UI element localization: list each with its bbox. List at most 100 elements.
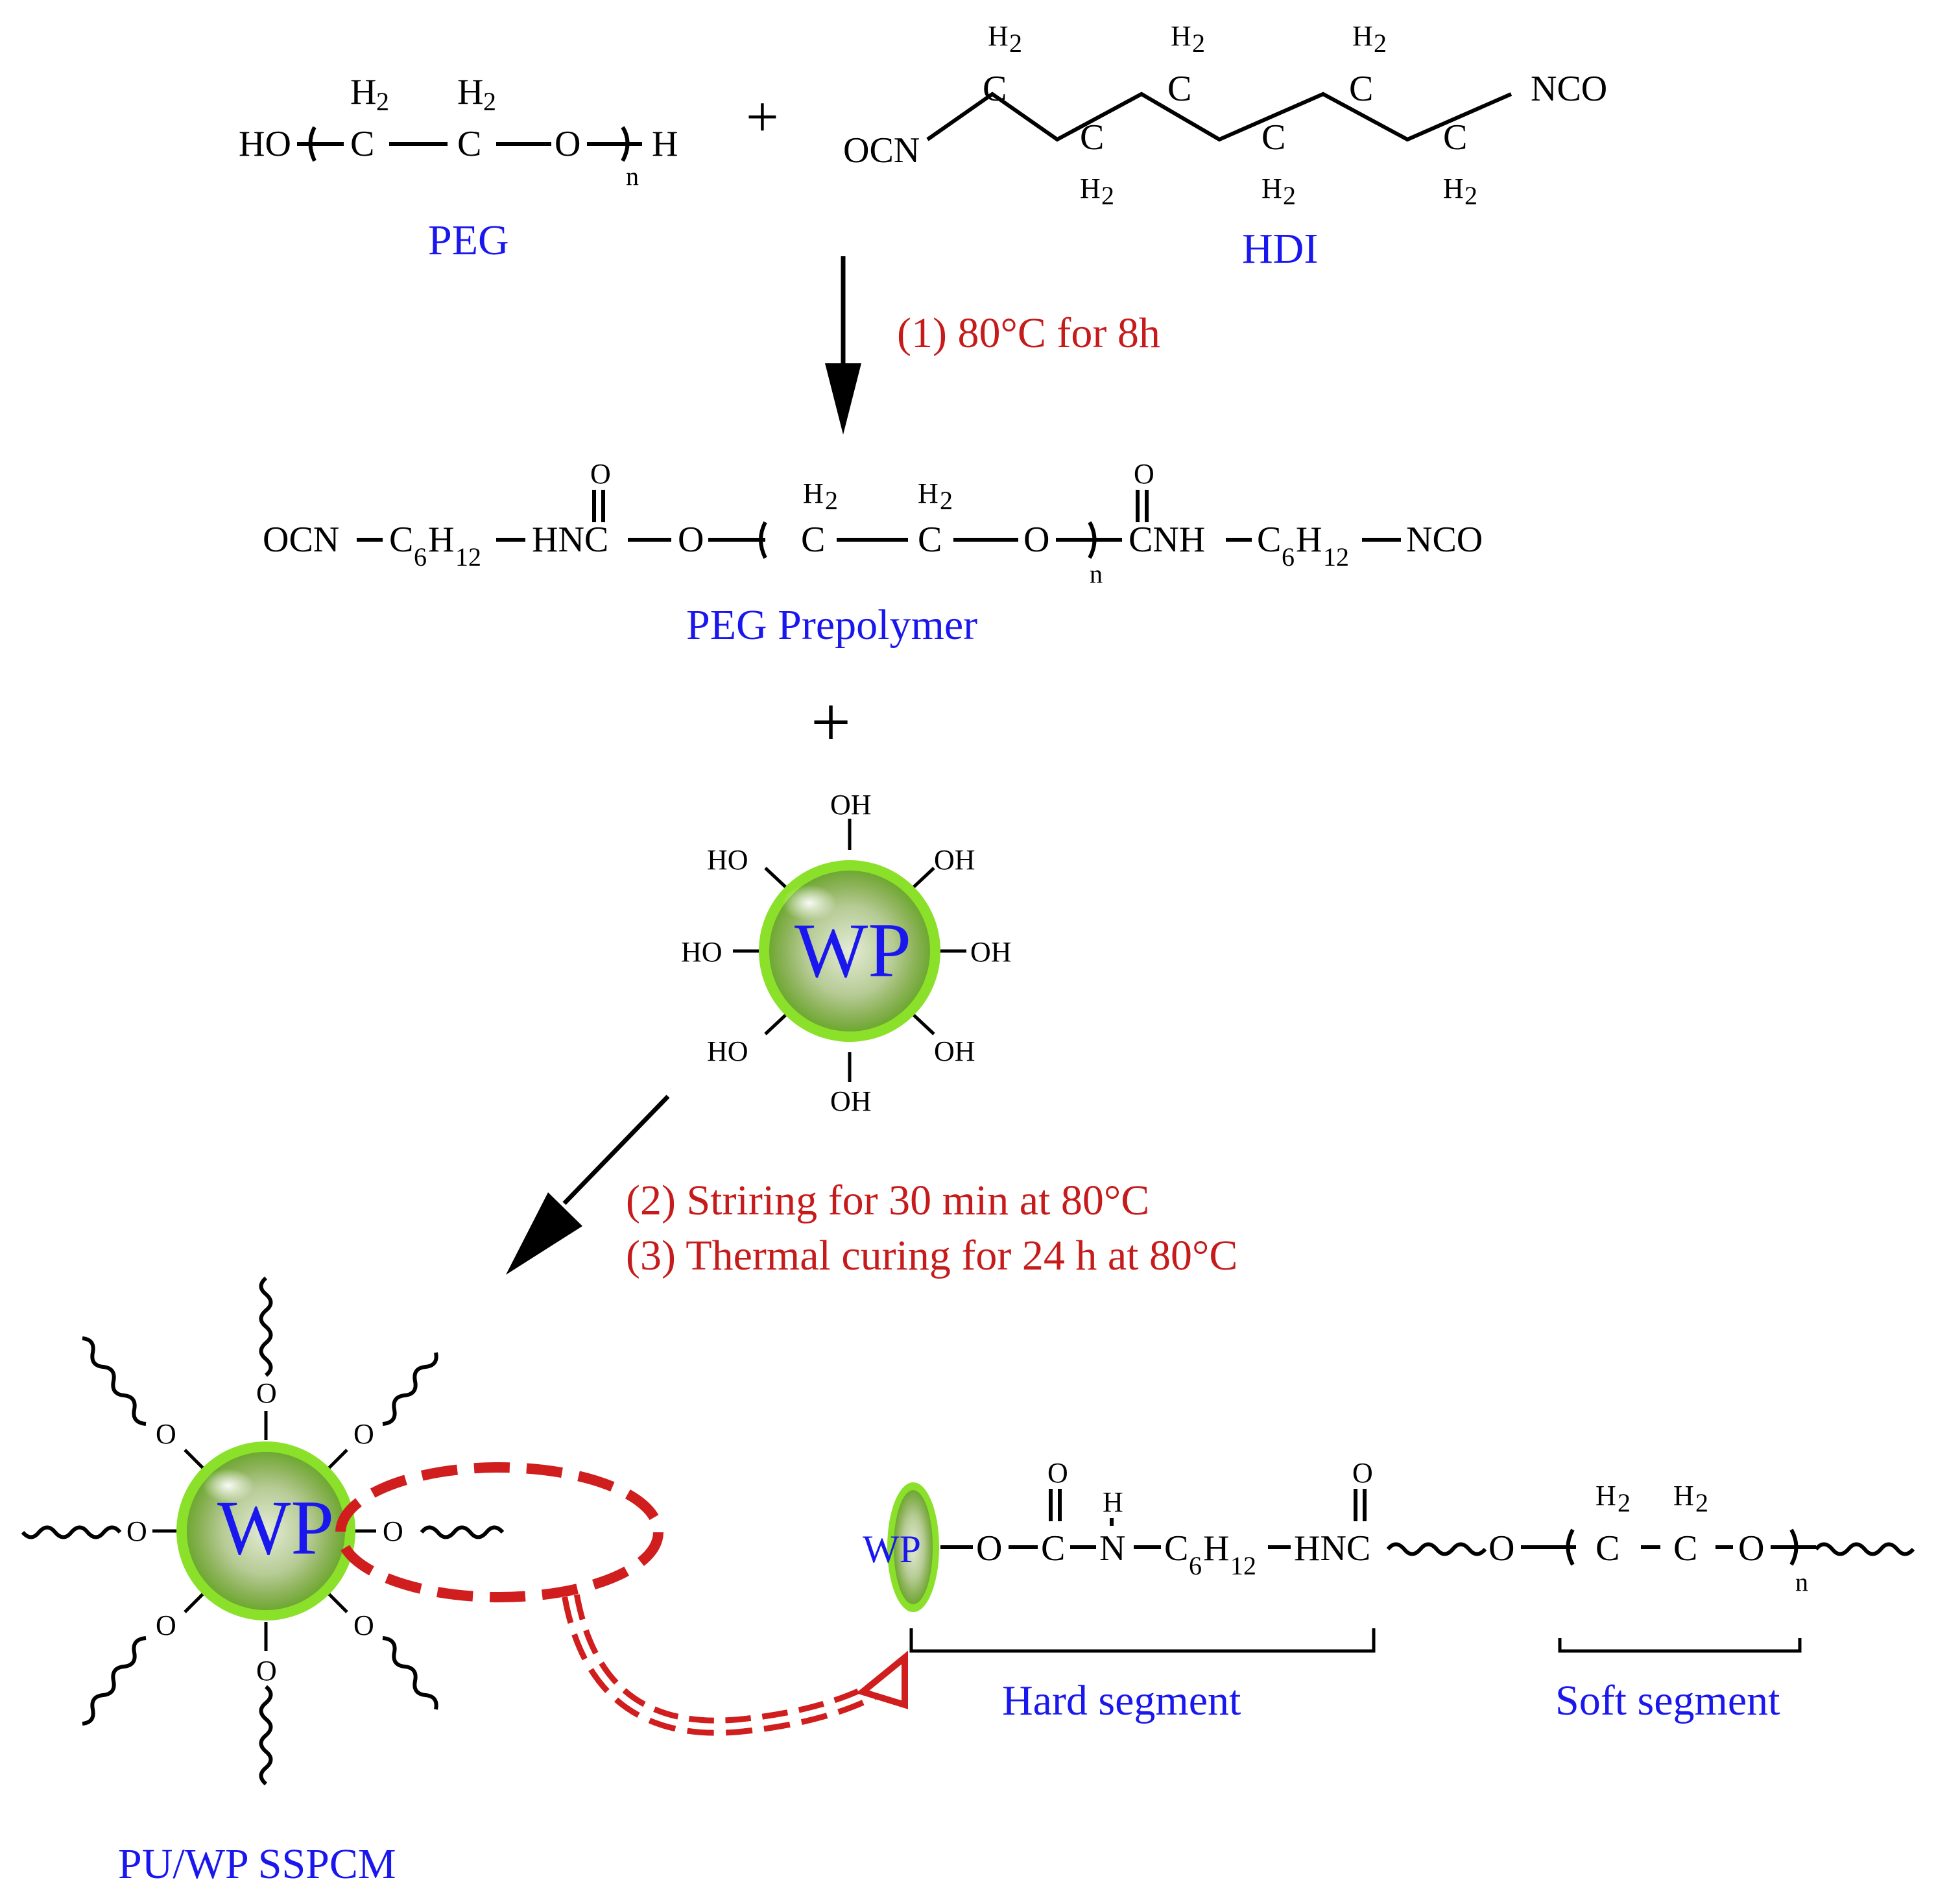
svg-text:n: n: [1795, 1567, 1808, 1597]
peg-structure: HO H 2 C H 2 C O n H: [239, 72, 678, 191]
svg-text:O: O: [256, 1377, 277, 1409]
svg-text:O: O: [256, 1655, 277, 1687]
svg-text:C: C: [1164, 1528, 1188, 1569]
chain-wavy-mid: [1386, 1542, 1487, 1556]
prepolymer-bracket-left: [759, 521, 767, 559]
svg-text:C: C: [1595, 1528, 1619, 1569]
peg-bracket-right: [621, 126, 630, 162]
reaction-arrow-1: [825, 256, 861, 435]
svg-text:H: H: [1203, 1528, 1229, 1569]
svg-text:12: 12: [1230, 1551, 1256, 1580]
highlight-arrow: [562, 1594, 908, 1736]
svg-text:2: 2: [940, 486, 953, 515]
svg-text:2: 2: [1192, 29, 1205, 58]
svg-text:H: H: [1080, 173, 1101, 204]
svg-text:2: 2: [1618, 1488, 1631, 1517]
svg-text:O: O: [1352, 1457, 1373, 1489]
svg-text:H: H: [1595, 1480, 1616, 1512]
soft-segment-label: Soft segment: [1555, 1677, 1780, 1724]
hdi-carbon-5: C: [1349, 69, 1373, 109]
step1-condition: (1) 80°C for 8h: [897, 309, 1160, 357]
svg-text:6: 6: [1189, 1551, 1202, 1580]
hard-segment-bracket: [909, 1628, 1376, 1653]
hdi-ocn: OCN: [843, 130, 920, 171]
svg-text:2: 2: [1101, 181, 1114, 210]
svg-text:H: H: [918, 477, 938, 509]
prepolymer-label: PEG Prepolymer: [686, 601, 977, 649]
product-label: PU/WP SSPCM: [118, 1840, 396, 1888]
svg-text:O: O: [353, 1418, 374, 1450]
svg-text:n: n: [1090, 559, 1103, 588]
step3-condition: (3) Thermal curing for 24 h at 80°C: [626, 1232, 1237, 1279]
plus-sign-2: +: [811, 682, 851, 762]
svg-text:O: O: [126, 1515, 147, 1547]
peg-label: PEG: [428, 217, 509, 264]
svg-text:HNC: HNC: [1294, 1528, 1370, 1569]
oh-bottom: OH: [830, 1085, 872, 1117]
svg-text:O: O: [1047, 1457, 1068, 1489]
chain-wp-label: WP: [863, 1528, 921, 1571]
svg-text:6: 6: [1282, 542, 1295, 572]
svg-text:C: C: [1257, 520, 1281, 560]
chain-carbonyl-c: C: [1041, 1528, 1065, 1569]
wavy-chain-lower-right: [382, 1636, 438, 1710]
hdi-carbon-3: C: [1167, 69, 1191, 109]
svg-text:O: O: [1134, 458, 1154, 490]
hdi-carbon-4: C: [1261, 117, 1285, 158]
svg-text:H: H: [1673, 1480, 1694, 1512]
wp-label: WP: [795, 907, 911, 993]
prepolymer-urethane-left: HNC: [532, 520, 608, 560]
oh-right: OH: [970, 936, 1012, 968]
svg-text:H: H: [1352, 20, 1373, 52]
peg-h-end: H: [652, 124, 678, 164]
svg-text:H: H: [1443, 173, 1464, 204]
wavy-chain-upper-left: [82, 1336, 147, 1426]
oh-upper-right: OH: [934, 844, 975, 876]
svg-text:C: C: [918, 520, 942, 560]
plus-sign-1: +: [746, 85, 779, 149]
svg-text:H: H: [1171, 20, 1191, 52]
chain-wavy-end: [1814, 1542, 1915, 1556]
svg-text:O: O: [1023, 520, 1049, 560]
svg-text:O: O: [976, 1528, 1002, 1569]
svg-text:2: 2: [483, 87, 496, 116]
ho-left: HO: [681, 936, 723, 968]
wavy-chain-bottom: [259, 1685, 273, 1786]
peg-carbon-2: C: [457, 124, 481, 164]
svg-text:H: H: [803, 477, 824, 509]
svg-text:2: 2: [376, 87, 389, 116]
step2-condition: (2) Striring for 30 min at 80°C: [626, 1177, 1149, 1224]
svg-text:O: O: [156, 1418, 176, 1450]
svg-text:H: H: [1261, 173, 1282, 204]
svg-text:2: 2: [1009, 29, 1022, 58]
svg-text:2: 2: [1464, 181, 1477, 210]
hdi-carbon-6: C: [1443, 117, 1467, 158]
wp-particle-reactant: WP OH OH HO OH HO OH HO OH: [681, 789, 1012, 1117]
prepolymer-nco-right: NCO: [1406, 520, 1483, 560]
prepolymer-bracket-right: [1088, 521, 1097, 559]
oh-top: OH: [830, 789, 872, 821]
svg-text:12: 12: [1323, 542, 1349, 572]
svg-text:O: O: [678, 520, 704, 560]
peg-h2-label-1: H: [350, 72, 376, 112]
svg-text:H: H: [428, 520, 454, 560]
wavy-chain-lower-left: [82, 1636, 147, 1726]
svg-text:6: 6: [414, 542, 427, 572]
wavy-chain-upper-right: [382, 1352, 438, 1426]
prepolymer-urethane-right: CNH: [1129, 520, 1205, 560]
peg-carbon-1: C: [350, 124, 374, 164]
svg-text:H: H: [1103, 1486, 1123, 1518]
wavy-chain-top: [259, 1276, 273, 1377]
svg-text:O: O: [383, 1515, 403, 1547]
ho-lower-left: HO: [707, 1035, 748, 1067]
peg-repeat-n: n: [626, 162, 639, 191]
svg-text:O: O: [353, 1609, 374, 1641]
reaction-arrow-2: [506, 1094, 670, 1275]
wavy-chain-left: [21, 1525, 122, 1539]
prepolymer-carbonyl-o-left: O: [590, 458, 611, 490]
hdi-structure: OCN H 2 C H 2 C H 2 C C H 2 C H 2 C H 2 …: [843, 20, 1607, 210]
hdi-nco: NCO: [1531, 69, 1607, 109]
svg-text:C: C: [389, 520, 413, 560]
hard-segment-label: Hard segment: [1002, 1677, 1241, 1724]
